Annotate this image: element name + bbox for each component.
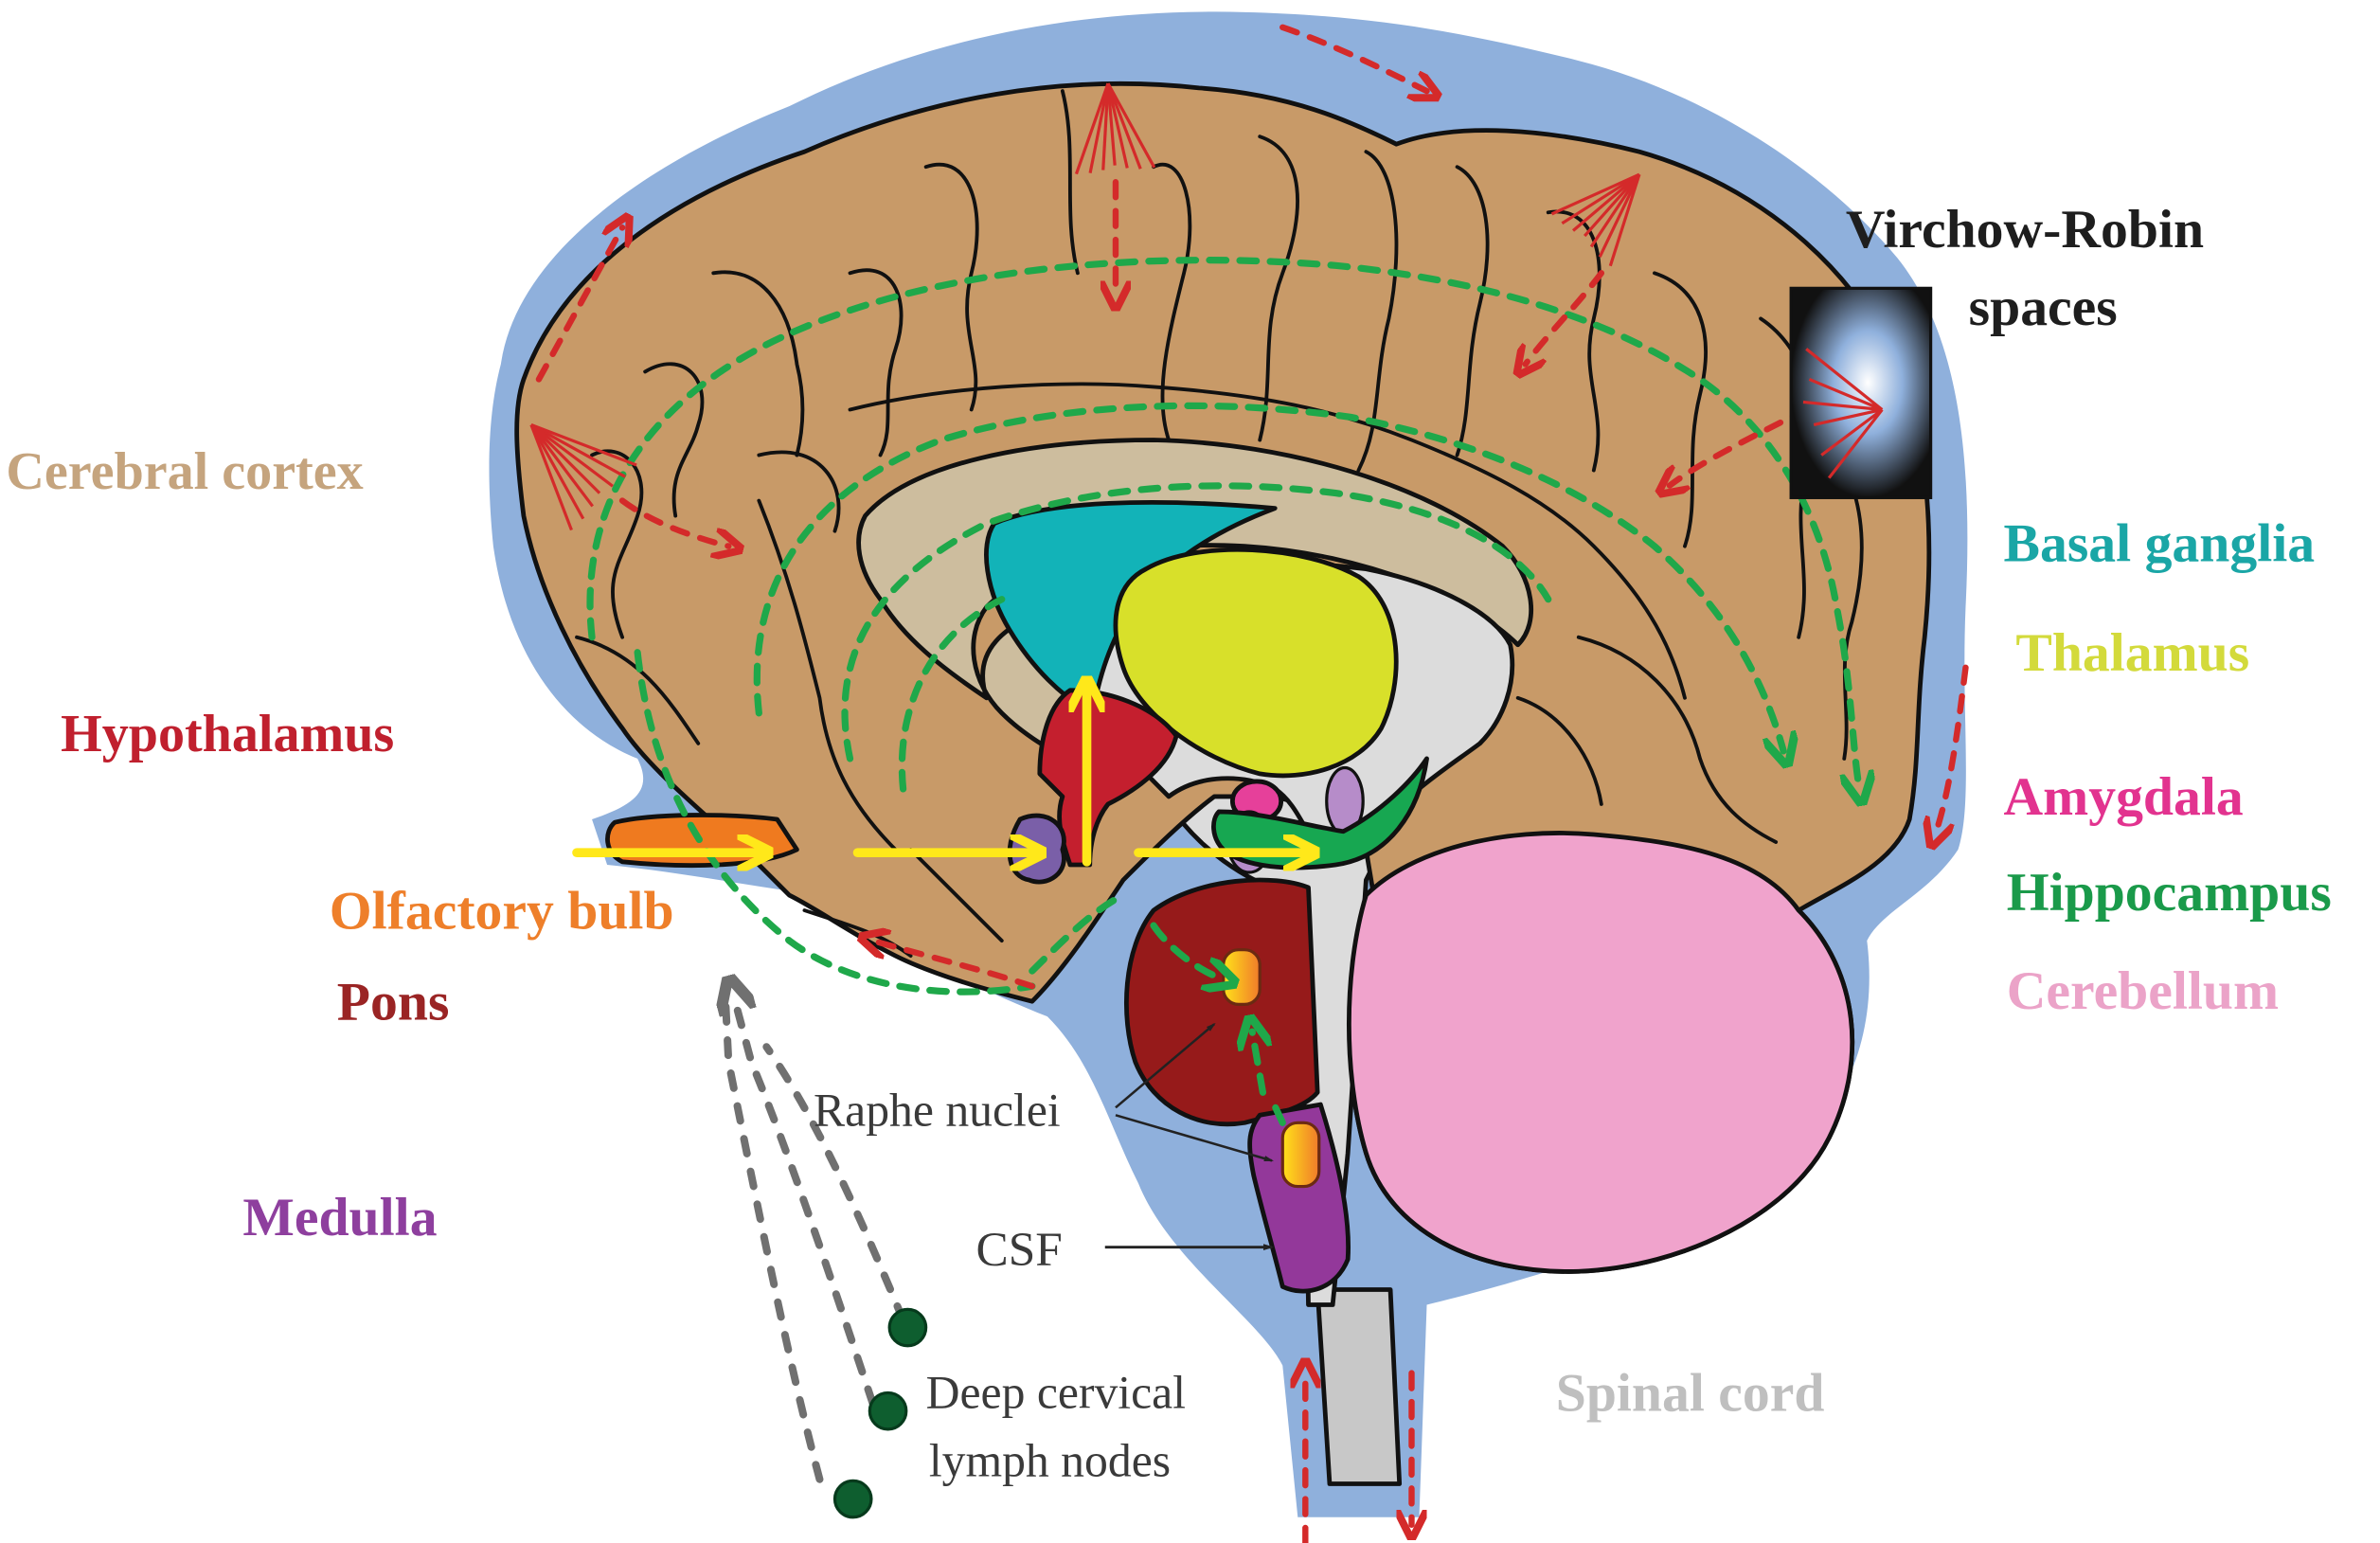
penetrating-vessel — [529, 423, 585, 520]
penetrating-vessel — [1074, 82, 1110, 175]
label-cerebral-cortex: Cerebral cortex — [6, 442, 363, 501]
medulla[interactable] — [1247, 1102, 1351, 1294]
label-deep-cervical-line1: Deep cervical — [926, 1366, 1186, 1418]
label-cerebellum: Cerebellum — [2007, 961, 2279, 1021]
glymphatic-flow-paths — [586, 257, 1859, 1126]
penetrating-vessels — [529, 82, 1641, 531]
penetrating-vessel — [529, 423, 594, 508]
penetrating-vessel — [1550, 172, 1640, 216]
thalamus[interactable] — [1113, 547, 1399, 779]
label-virchow-robin-line2: spaces — [1969, 278, 2118, 337]
hypothalamus[interactable] — [1037, 688, 1179, 868]
label-virchow-robin-line1: Virchow-Robin — [1846, 200, 2204, 260]
penetrating-vessel — [1583, 173, 1641, 238]
penetrating-vessel — [1589, 173, 1641, 248]
lymph-node[interactable] — [832, 1479, 873, 1519]
lymph-node[interactable] — [887, 1307, 928, 1348]
leader-lines — [1104, 1022, 1275, 1251]
label-medulla: Medulla — [242, 1188, 437, 1247]
penetrating-vessel — [529, 423, 614, 488]
penetrating-vessel — [1088, 82, 1110, 173]
label-hypothalamus: Hypothalamus — [61, 705, 394, 763]
penetrating-vessel — [1106, 82, 1117, 166]
label-olfactory-bulb: Olfactory bulb — [330, 881, 674, 941]
penetrating-vessel — [530, 423, 626, 478]
label-pons: Pons — [337, 972, 450, 1032]
label-deep-cervical-line2: lymph nodes — [929, 1435, 1171, 1487]
penetrating-vessel — [1101, 83, 1110, 170]
olfactory-pathway-arrows — [572, 691, 1305, 862]
label-csf: CSF — [976, 1223, 1063, 1277]
label-raphe-nuclei: Raphe nuclei — [814, 1085, 1061, 1137]
penetrating-vessel — [1571, 172, 1640, 232]
penetrating-vessel — [1106, 82, 1129, 169]
penetrating-vessel — [1106, 82, 1156, 169]
spinal-cord — [1315, 1287, 1403, 1486]
virchow-robin-vessels — [1802, 348, 1884, 479]
penetrating-vessel — [529, 423, 601, 494]
label-spinal-cord: Spinal cord — [1556, 1364, 1825, 1424]
penetrating-vessel — [1598, 173, 1641, 258]
label-thalamus: Thalamus — [2015, 623, 2249, 683]
raphe-nucleus-pons[interactable] — [1222, 948, 1262, 1006]
lymph-node[interactable] — [868, 1390, 908, 1431]
penetrating-vessel — [529, 423, 573, 531]
penetrating-vessel — [1608, 173, 1641, 267]
raphe-nucleus-medulla[interactable] — [1280, 1121, 1321, 1189]
label-hippocampus: Hippocampus — [2007, 863, 2332, 923]
label-basal-ganglia: Basal ganglia — [2004, 514, 2316, 574]
lymphatic-drainage-paths — [725, 994, 907, 1483]
penetrating-vessel — [1106, 82, 1142, 170]
penetrating-vessel — [530, 422, 637, 467]
csf-flow-paths — [535, 24, 1969, 1543]
label-amygdala: Amygdala — [2004, 767, 2244, 827]
pons[interactable] — [1124, 877, 1320, 1127]
cortex-gyri — [575, 89, 1864, 959]
penetrating-vessel — [1561, 172, 1640, 225]
